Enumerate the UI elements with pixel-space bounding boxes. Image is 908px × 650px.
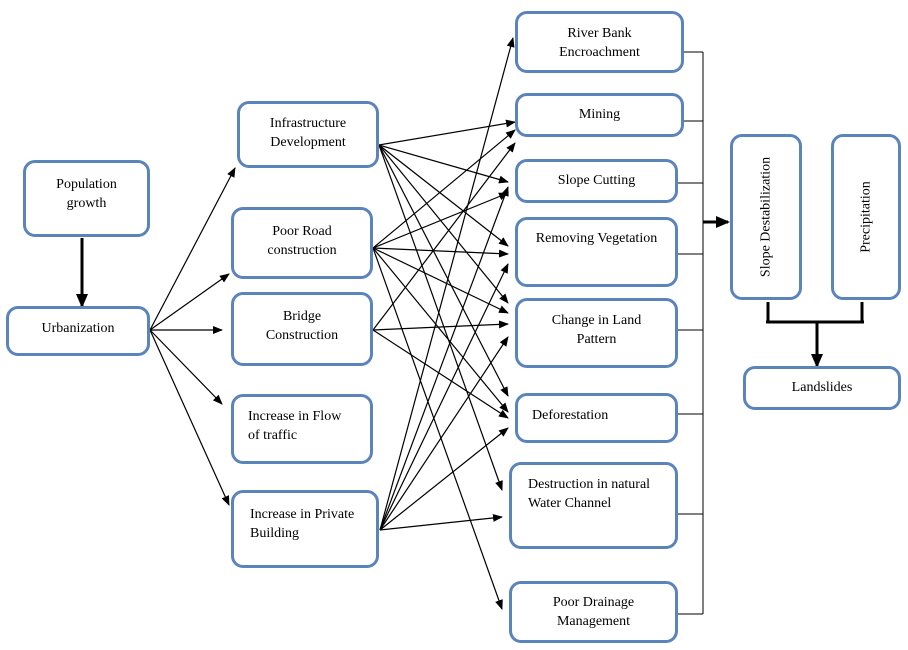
edge-increase-private-building-to-river-bank-encroachment: [379, 37, 515, 531]
node-change-in-land-pattern: Change in Land Pattern: [515, 298, 678, 368]
edge-increase-private-building-to-slope-cutting: [379, 186, 509, 531]
edge-urbanization-to-increase-flow-traffic: [149, 329, 223, 405]
node-label: Poor Drainage Management: [552, 595, 635, 629]
node-label: Population growth: [56, 177, 117, 211]
edge-poor-road-construction-to-poor-drainage: [372, 247, 503, 610]
node-destruction-water-channel: Destruction in natural Water Channel: [509, 462, 678, 549]
edge-poor-road-construction-to-deforestation: [372, 247, 509, 413]
node-deforestation: Deforestation: [515, 393, 678, 443]
node-landslides: Landslides: [743, 366, 901, 410]
node-precipitation: Precipitation: [831, 134, 901, 300]
edge-poor-road-construction-to-mining: [372, 129, 516, 249]
edge-bridge-construction-to-deforestation: [372, 329, 509, 419]
edge-urbanization-to-poor-road-construction: [149, 273, 230, 331]
causes-bracket: [677, 51, 704, 615]
node-infrastructure-development: Infrastructure Development: [237, 101, 379, 168]
edge-infrastructure-development-to-slope-cutting: [378, 144, 509, 184]
edge-urbanization-to-infrastructure-development: [149, 167, 236, 331]
edge-increase-private-building-to-change-land-pattern: [379, 336, 509, 531]
node-label: Increase in Flow of traffic: [248, 409, 342, 443]
node-slope-destabilization: Slope Destabilization: [730, 134, 802, 300]
node-label: Slope Cutting: [557, 173, 636, 188]
edge-infrastructure-development-to-deforestation: [378, 144, 509, 397]
node-label: Landslides: [791, 380, 853, 395]
edge-bridge-construction-to-mining: [372, 142, 516, 331]
edge-poor-road-construction-to-removing-vegetation: [372, 247, 509, 258]
node-label: Precipitation: [858, 181, 874, 253]
edge-increase-private-building-to-deforestation: [379, 427, 509, 531]
node-bridge-construction: Bridge Construction: [231, 292, 373, 366]
edge-poor-road-construction-to-slope-cutting: [372, 192, 509, 249]
edge-infrastructure-development-to-mining: [378, 119, 516, 146]
node-river-bank-encroachment: River Bank Encroachment: [515, 11, 684, 73]
edge-urbanization-to-increase-private-building: [149, 329, 230, 506]
node-label: Destruction in natural Water Channel: [528, 477, 651, 511]
node-label: Increase in Private Building: [250, 507, 355, 541]
node-slope-cutting: Slope Cutting: [515, 159, 678, 203]
edge-increase-private-building-to-destruction-water-channel: [379, 513, 503, 531]
node-label: Infrastructure Development: [269, 116, 347, 150]
node-label: Poor Road construction: [267, 224, 337, 258]
edge-increase-private-building-to-removing-vegetation: [379, 263, 509, 531]
node-label: Change in Land Pattern: [551, 313, 642, 347]
node-poor-road-construction: Poor Road construction: [231, 207, 373, 279]
node-label: Deforestation: [532, 408, 609, 423]
node-removing-vegetation: Removing Vegetation: [515, 217, 678, 287]
node-label: Mining: [578, 107, 621, 122]
edge-poor-road-construction-to-change-land-pattern: [372, 247, 509, 314]
landslide-bracket: [766, 302, 864, 324]
node-label: Urbanization: [41, 321, 115, 336]
edge-infrastructure-development-to-removing-vegetation: [378, 144, 509, 247]
edge-infrastructure-development-to-change-land-pattern: [378, 144, 509, 304]
edge-infrastructure-development-to-destruction-water-channel: [378, 144, 503, 491]
node-label: River Bank Encroachment: [559, 26, 640, 60]
node-increase-flow-of-traffic: Increase in Flow of traffic: [231, 394, 373, 464]
node-increase-private-building: Increase in Private Building: [231, 490, 379, 568]
node-poor-drainage-management: Poor Drainage Management: [509, 581, 678, 643]
node-label: Slope Destabilization: [758, 156, 774, 278]
node-urbanization: Urbanization: [6, 306, 150, 356]
node-mining: Mining: [515, 93, 684, 137]
node-population-growth: Population growth: [23, 160, 150, 237]
edge-bridge-construction-to-change-land-pattern: [372, 320, 509, 331]
node-label: Removing Vegetation: [535, 231, 658, 246]
node-label: Bridge Construction: [265, 309, 339, 343]
